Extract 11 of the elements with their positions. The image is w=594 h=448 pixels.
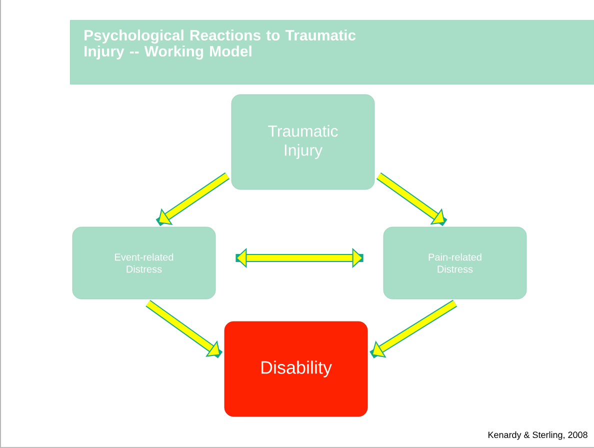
source-note: Kenardy & Sterling, 2008 <box>488 431 588 440</box>
process-box: Event-related Distress <box>72 226 216 300</box>
outcome-box: Disability <box>224 321 368 417</box>
block-arrow <box>146 300 223 358</box>
title: Psychological Reactions to Traumatic Injury -- Working Model <box>84 30 356 60</box>
block-arrow <box>376 172 448 226</box>
process-box: Pain-related Distress <box>383 226 527 300</box>
block-arrow <box>236 248 364 268</box>
process-box: Traumatic Injury <box>231 94 375 190</box>
block-arrow <box>156 172 230 226</box>
block-arrow <box>370 300 458 358</box>
